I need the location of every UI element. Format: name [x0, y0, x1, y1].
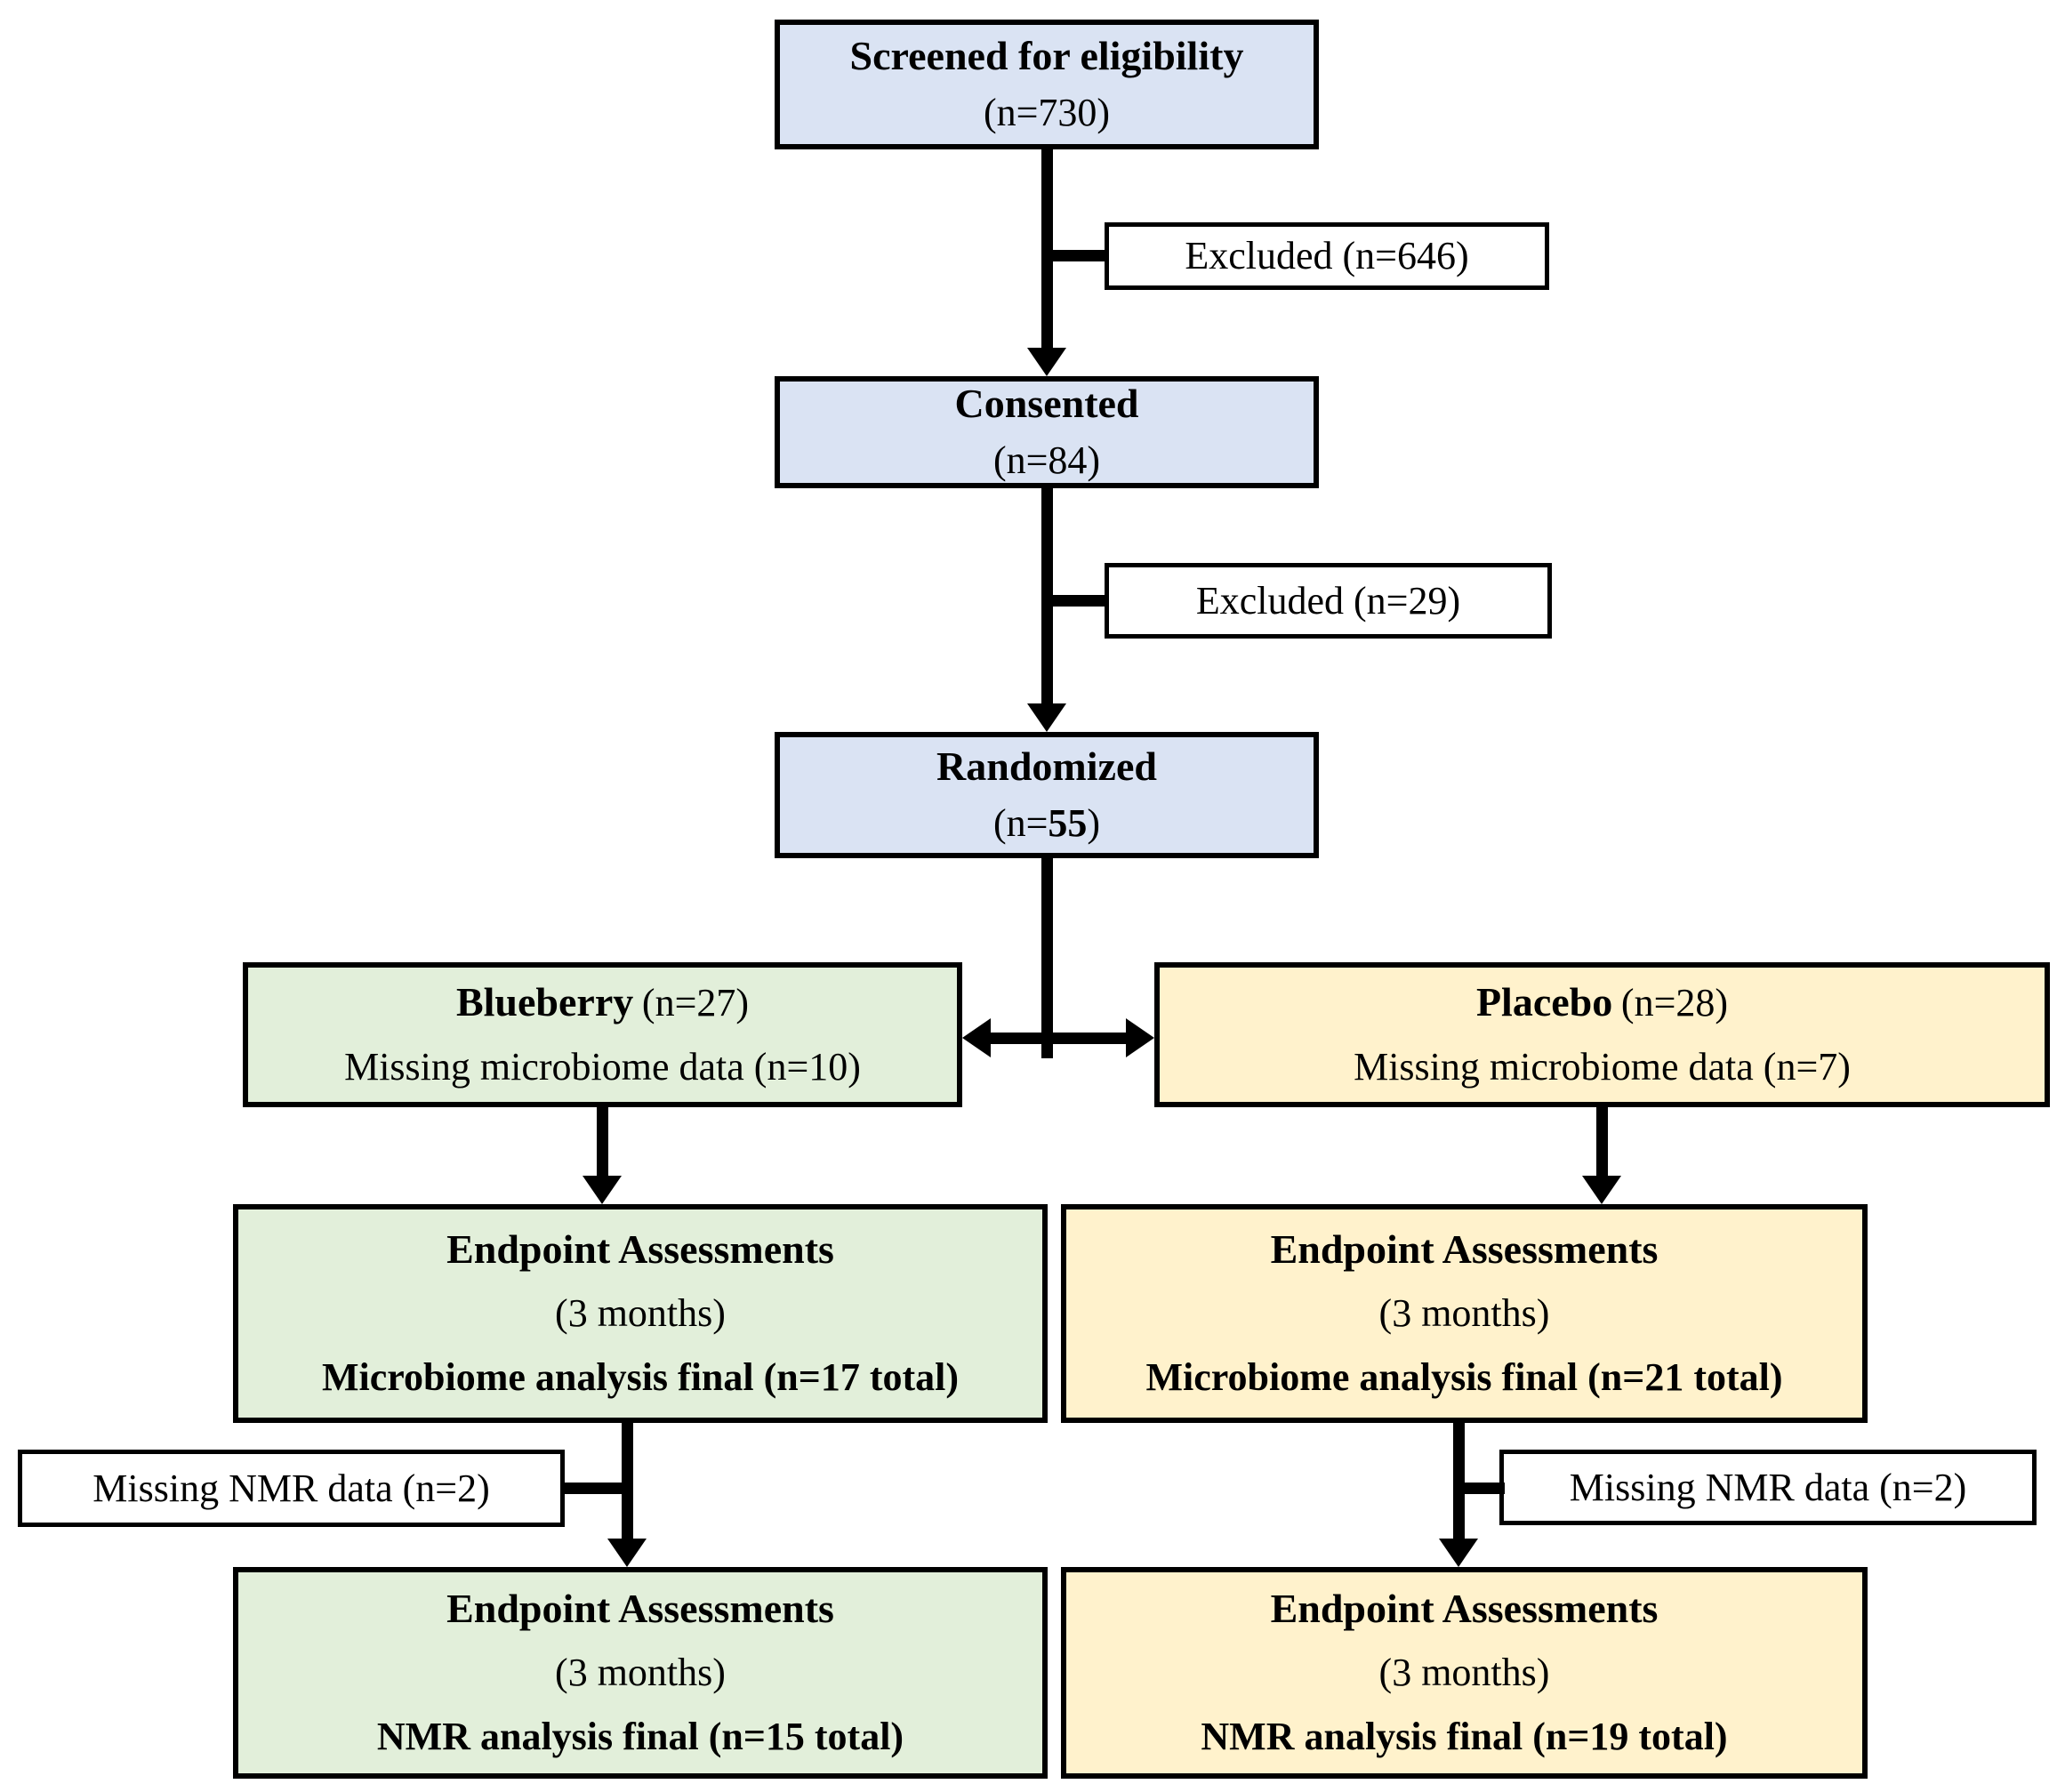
screened-title: Screened for eligibility: [849, 33, 1244, 78]
box-endpoint-placebo-nmr: Endpoint Assessments (3 months) NMR anal…: [1061, 1567, 1868, 1779]
randomized-title: Randomized: [936, 743, 1157, 789]
box-randomized: Randomized (n=55): [775, 732, 1319, 858]
endpoint-detail: Microbiome analysis final (n=17 total): [321, 1355, 959, 1399]
box-endpoint-blueberry-nmr: Endpoint Assessments (3 months) NMR anal…: [233, 1567, 1048, 1779]
box-consented: Consented (n=84): [775, 376, 1319, 488]
connector-missing-nmr-left: [563, 1483, 627, 1494]
endpoint-detail: NMR analysis final (n=19 total): [1201, 1715, 1728, 1758]
blueberry-note: Missing microbiome data (n=10): [344, 1045, 861, 1089]
arrow-blueberry-to-endpoint-head: [583, 1176, 622, 1204]
endpoint-timepoint: (3 months): [555, 1291, 726, 1335]
endpoint-timepoint: (3 months): [555, 1651, 726, 1694]
endpoint-detail: Microbiome analysis final (n=21 total): [1145, 1355, 1783, 1399]
endpoint-title: Endpoint Assessments: [1270, 1226, 1659, 1272]
arrow-consented-to-randomized-head: [1027, 703, 1066, 732]
box-excluded-29: Excluded (n=29): [1105, 563, 1552, 639]
excluded-29-label: Excluded (n=29): [1195, 578, 1461, 623]
box-blueberry-arm: Blueberry(n=27) Missing microbiome data …: [243, 962, 962, 1107]
consented-n: (n=84): [992, 438, 1101, 482]
arrow-blueberry-to-endpoint-line: [597, 1107, 608, 1178]
line-randomized-split: [1041, 858, 1053, 1058]
missing-nmr-label: Missing NMR data (n=2): [92, 1466, 490, 1510]
screened-n: (n=730): [983, 91, 1111, 134]
arrow-placebo-to-endpoint-line: [1596, 1107, 1608, 1178]
blueberry-line1: Blueberry(n=27): [455, 979, 750, 1025]
box-missing-nmr-placebo: Missing NMR data (n=2): [1499, 1450, 2037, 1525]
split-horizontal-line: [984, 1033, 1133, 1044]
split-arrowhead-to-blueberry: [962, 1018, 991, 1057]
box-endpoint-blueberry-microbiome: Endpoint Assessments (3 months) Microbio…: [233, 1204, 1048, 1423]
excluded-646-label: Excluded (n=646): [1185, 234, 1469, 277]
arrow-endpoint-to-nmr-left-head: [607, 1539, 647, 1567]
arrow-endpoint-to-nmr-right-line: [1453, 1423, 1465, 1541]
placebo-line1: Placebo(n=28): [1475, 979, 1729, 1025]
connector-excluded-646: [1047, 250, 1105, 261]
box-missing-nmr-blueberry: Missing NMR data (n=2): [18, 1450, 565, 1527]
split-arrowhead-to-placebo: [1126, 1018, 1154, 1057]
arrow-endpoint-to-nmr-right-head: [1439, 1539, 1478, 1567]
consented-title: Consented: [954, 381, 1139, 426]
endpoint-detail: NMR analysis final (n=15 total): [376, 1715, 904, 1758]
connector-missing-nmr-right: [1458, 1483, 1505, 1494]
box-excluded-646: Excluded (n=646): [1105, 222, 1549, 290]
box-placebo-arm: Placebo(n=28) Missing microbiome data (n…: [1154, 962, 2050, 1107]
box-endpoint-placebo-microbiome: Endpoint Assessments (3 months) Microbio…: [1061, 1204, 1868, 1423]
arrow-screened-to-consented-head: [1027, 348, 1066, 376]
randomized-n: (n=55): [992, 801, 1101, 845]
connector-excluded-29: [1047, 595, 1105, 607]
endpoint-title: Endpoint Assessments: [446, 1226, 834, 1272]
box-screened: Screened for eligibility (n=730): [775, 20, 1319, 149]
endpoint-timepoint: (3 months): [1378, 1651, 1550, 1694]
endpoint-title: Endpoint Assessments: [446, 1586, 834, 1631]
endpoint-title: Endpoint Assessments: [1270, 1586, 1659, 1631]
missing-nmr-label: Missing NMR data (n=2): [1569, 1465, 1967, 1509]
arrow-placebo-to-endpoint-head: [1582, 1176, 1621, 1204]
arrow-endpoint-to-nmr-left-line: [622, 1423, 633, 1541]
endpoint-timepoint: (3 months): [1378, 1291, 1550, 1335]
placebo-note: Missing microbiome data (n=7): [1354, 1045, 1851, 1089]
